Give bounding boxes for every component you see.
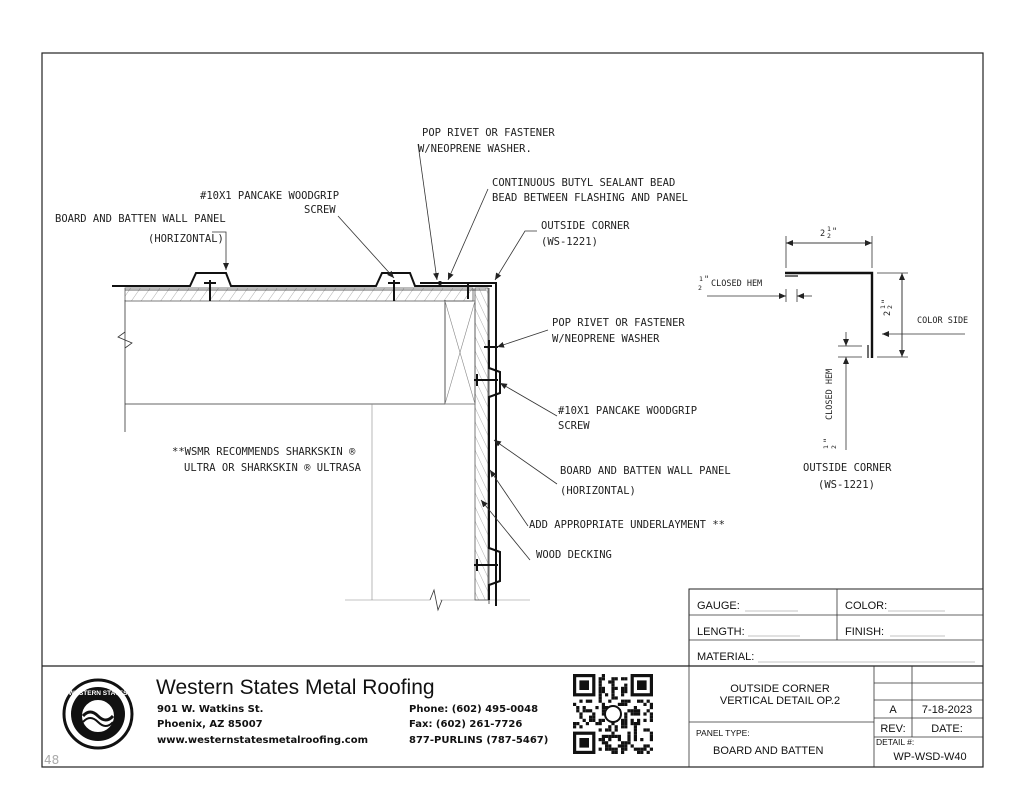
label-board-batten-top: BOARD AND BATTEN WALL PANEL — [55, 213, 226, 225]
label-butyl-sealant: CONTINUOUS BUTYL SEALANT BEAD — [492, 177, 675, 189]
detail-subtitle: VERTICAL DETAIL OP.2 — [720, 695, 840, 707]
dim-side-whole: 2 — [883, 311, 893, 316]
label-screw-top-2: SCREW — [304, 204, 336, 216]
title-strip — [42, 665, 983, 767]
hem-top-num: 1 — [699, 275, 703, 283]
detail-title: OUTSIDE CORNER — [730, 683, 830, 695]
section-detail — [112, 143, 558, 612]
panel-type-label: PANEL TYPE: — [696, 728, 750, 738]
company-name: Western States Metal Roofing — [156, 676, 435, 699]
hem-side-label: CLOSED HEM — [825, 369, 835, 420]
company-logo: WESTERN STATES — [62, 678, 134, 750]
date-label: DATE: — [931, 723, 963, 735]
label-board-batten-side: BOARD AND BATTEN WALL PANEL — [560, 465, 731, 477]
company-phone: Phone: (602) 495-0048 — [409, 704, 538, 715]
revision-label: REV: — [880, 723, 905, 735]
label-outside-corner-2: (WS-1221) — [541, 236, 598, 248]
note-wsmr-2: ULTRA OR SHARKSKIN ® ULTRASA — [184, 462, 362, 474]
company-address-1: 901 W. Watkins St. — [157, 704, 263, 715]
label-pop-rivet-top: POP RIVET OR FASTENER — [422, 127, 555, 139]
label-pop-rivet-side: POP RIVET OR FASTENER — [552, 317, 685, 329]
trim-profile — [707, 236, 965, 450]
label-pop-rivet-side-2: W/NEOPRENE WASHER — [552, 333, 660, 345]
label-wood-decking: WOOD DECKING — [536, 549, 612, 561]
detail-number-label: DETAIL #: — [876, 737, 914, 747]
profile-caption-2: (WS-1221) — [818, 479, 875, 491]
note-wsmr-1: **WSMR RECOMMENDS SHARKSKIN ® — [172, 446, 356, 458]
hem-top-unit: " — [704, 275, 709, 285]
page-number: 48 — [44, 753, 59, 767]
logo-text: WESTERN STATES — [69, 690, 129, 697]
label-pop-rivet-top-2: W/NEOPRENE WASHER. — [418, 143, 532, 155]
dim-side-frac: 1 — [879, 305, 887, 309]
dim-top-frac: 1 — [827, 225, 831, 233]
dim-side-unit: " — [881, 299, 891, 304]
label-butyl-sealant-2: BEAD BETWEEN FLASHING AND PANEL — [492, 192, 688, 204]
spec-material-label: MATERIAL: — [697, 651, 754, 663]
panel-type-value: BOARD AND BATTEN — [713, 745, 823, 757]
detail-number: WP-WSD-W40 — [893, 751, 966, 763]
hem-top-label: CLOSED HEM — [711, 279, 762, 289]
spec-length-label: LENGTH: — [697, 626, 745, 638]
dim-top-whole: 2 — [820, 229, 825, 239]
label-screw-side-2: SCREW — [558, 420, 590, 432]
label-underlayment: ADD APPROPRIATE UNDERLAYMENT ** — [529, 519, 725, 531]
label-color-side: COLOR SIDE — [917, 316, 968, 326]
label-board-batten-side-2: (HORIZONTAL) — [560, 485, 636, 497]
company-website[interactable]: www.westernstatesmetalroofing.com — [157, 735, 368, 746]
revision-value: A — [889, 704, 897, 716]
label-outside-corner: OUTSIDE CORNER — [541, 220, 630, 232]
spec-color-label: COLOR: — [845, 600, 887, 612]
label-board-batten-top-2: (HORIZONTAL) — [148, 233, 224, 245]
screw-icon — [474, 346, 498, 571]
spec-finish-label: FINISH: — [845, 626, 884, 638]
dim-top-unit: " — [832, 227, 837, 237]
company-address-2: Phoenix, AZ 85007 — [157, 719, 263, 730]
dim-side-den: 2 — [886, 305, 894, 309]
screw-icon — [204, 280, 469, 301]
company-tollfree: 877-PURLINS (787-5467) — [409, 735, 548, 746]
company-fax: Fax: (602) 261-7726 — [409, 719, 522, 730]
hem-side-unit: " — [823, 438, 833, 443]
profile-caption: OUTSIDE CORNER — [803, 462, 892, 474]
dim-top-den: 2 — [827, 232, 831, 240]
date-value: 7-18-2023 — [922, 704, 972, 716]
hem-side-den: 2 — [830, 445, 838, 449]
qr-code-icon — [573, 674, 653, 754]
spec-gauge-label: GAUGE: — [697, 600, 740, 612]
drawing-border — [41, 52, 984, 768]
spec-box — [688, 588, 984, 667]
label-screw-side: #10X1 PANCAKE WOODGRIP — [558, 405, 697, 417]
hem-side-num: 1 — [822, 445, 830, 449]
hem-top-den: 2 — [698, 284, 702, 292]
label-screw-top: #10X1 PANCAKE WOODGRIP — [200, 190, 339, 202]
